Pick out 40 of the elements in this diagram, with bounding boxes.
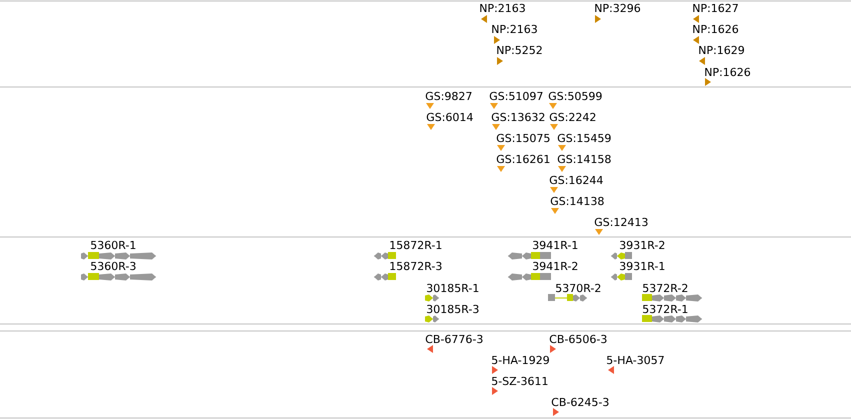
feature-label: 15872R-3 [390, 262, 442, 270]
feature-label: GS:16244 [550, 176, 603, 184]
feature-label: CB-6776-3 [426, 334, 482, 344]
feature-label: 5370R-2 [556, 284, 600, 292]
feature-label: 5360R-3 [91, 262, 136, 270]
feature-label: 5372R-1 [643, 304, 688, 314]
feature-label: 5360R-1 [91, 240, 136, 250]
feature-label: 30185R-1 [427, 284, 478, 292]
feature-label: 5372R-2 [643, 284, 688, 292]
feature-label: NP:1627 [693, 4, 738, 12]
feature-label: 3931R-1 [620, 262, 664, 270]
feature-label: GS:51097 [490, 92, 542, 100]
feature-label: 15872R-1 [390, 240, 442, 250]
feature-label: 3931R-2 [620, 240, 664, 250]
feature-label: GS:12413 [594, 218, 648, 226]
feature-label: GS:13632 [492, 112, 544, 122]
feature-label: 3941R-2 [533, 262, 578, 270]
feature-label: NP:1626 [705, 68, 750, 76]
feature-label: 5-SZ-3611 [492, 376, 548, 386]
feature-label: GS:16261 [496, 154, 550, 164]
feature-label: GS:9827 [426, 92, 472, 100]
feature-label: GS:15459 [558, 134, 611, 142]
feature-label: NP:1626 [693, 24, 738, 34]
feature-label: GS:15075 [496, 134, 550, 142]
feature-label: CB-6245-3 [552, 398, 608, 406]
feature-label: 30185R-3 [427, 304, 478, 314]
feature-label: NP:5252 [497, 46, 542, 54]
feature-label: 5-HA-1929 [492, 356, 549, 364]
feature-label: GS:14158 [558, 154, 611, 164]
feature-label: GS:50599 [548, 92, 602, 100]
feature-label: GS:6014 [426, 112, 473, 122]
feature-label: NP:1629 [699, 46, 744, 54]
feature-label: GS:2242 [550, 112, 596, 122]
feature-label: NP:2163 [480, 4, 525, 12]
feature-label: GS:14138 [550, 196, 604, 206]
feature-label: NP:2163 [492, 24, 537, 34]
feature-label: NP:3296 [595, 4, 640, 12]
feature-label: CB-6506-3 [550, 334, 606, 344]
feature-label: 3941R-1 [533, 240, 578, 250]
feature-label: 5-HA-3057 [607, 356, 664, 364]
